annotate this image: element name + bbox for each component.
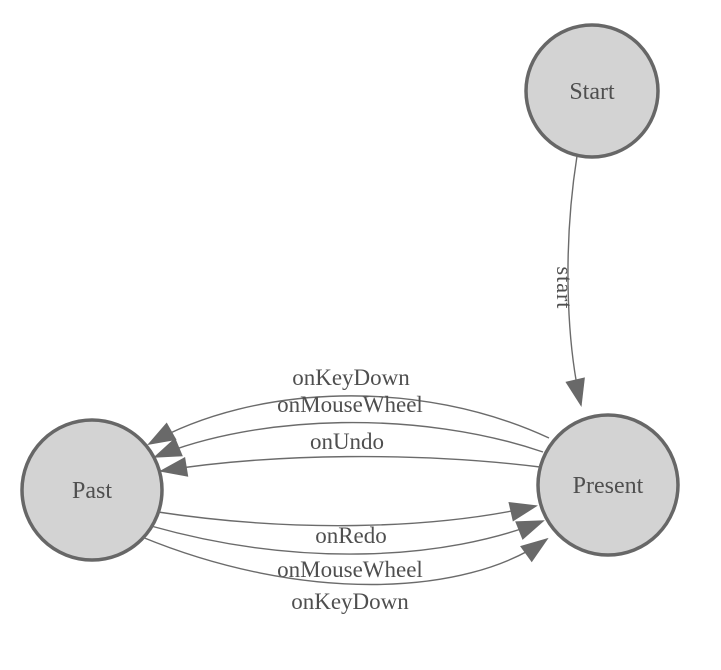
edge-label-onredo: onRedo <box>315 523 387 548</box>
edge-past-to-present-onredo[interactable] <box>157 501 538 527</box>
state-node-start[interactable]: Start <box>524 23 660 159</box>
state-node-past-label: Past <box>72 478 112 504</box>
state-node-start-label: Start <box>569 79 615 105</box>
edge-label-onkeydown-top: onKeyDown <box>292 365 410 390</box>
edge-past-to-present-onkeydown[interactable] <box>141 536 549 586</box>
edge-present-to-past-onmousewheel[interactable] <box>153 421 544 458</box>
state-node-present-shape <box>536 413 680 557</box>
state-node-present[interactable]: Present <box>536 413 680 557</box>
state-node-past[interactable]: Past <box>20 418 164 562</box>
state-node-past-shape <box>20 418 164 562</box>
edge-past-to-present-onmousewheel[interactable] <box>150 520 545 555</box>
edge-present-to-past-onundo[interactable] <box>159 455 541 477</box>
edge-label-onmousewheel-bottom: onMouseWheel <box>277 557 423 582</box>
edge-start-to-present[interactable] <box>565 155 585 407</box>
edge-label-onundo: onUndo <box>310 429 384 454</box>
state-node-present-label: Present <box>573 473 644 499</box>
edge-present-to-past-onkeydown[interactable] <box>147 395 550 445</box>
edge-label-onkeydown-bottom: onKeyDown <box>291 589 409 614</box>
state-node-start-shape <box>524 23 660 159</box>
edge-label-start: start <box>552 267 577 310</box>
edge-label-onmousewheel-top: onMouseWheel <box>277 392 423 417</box>
